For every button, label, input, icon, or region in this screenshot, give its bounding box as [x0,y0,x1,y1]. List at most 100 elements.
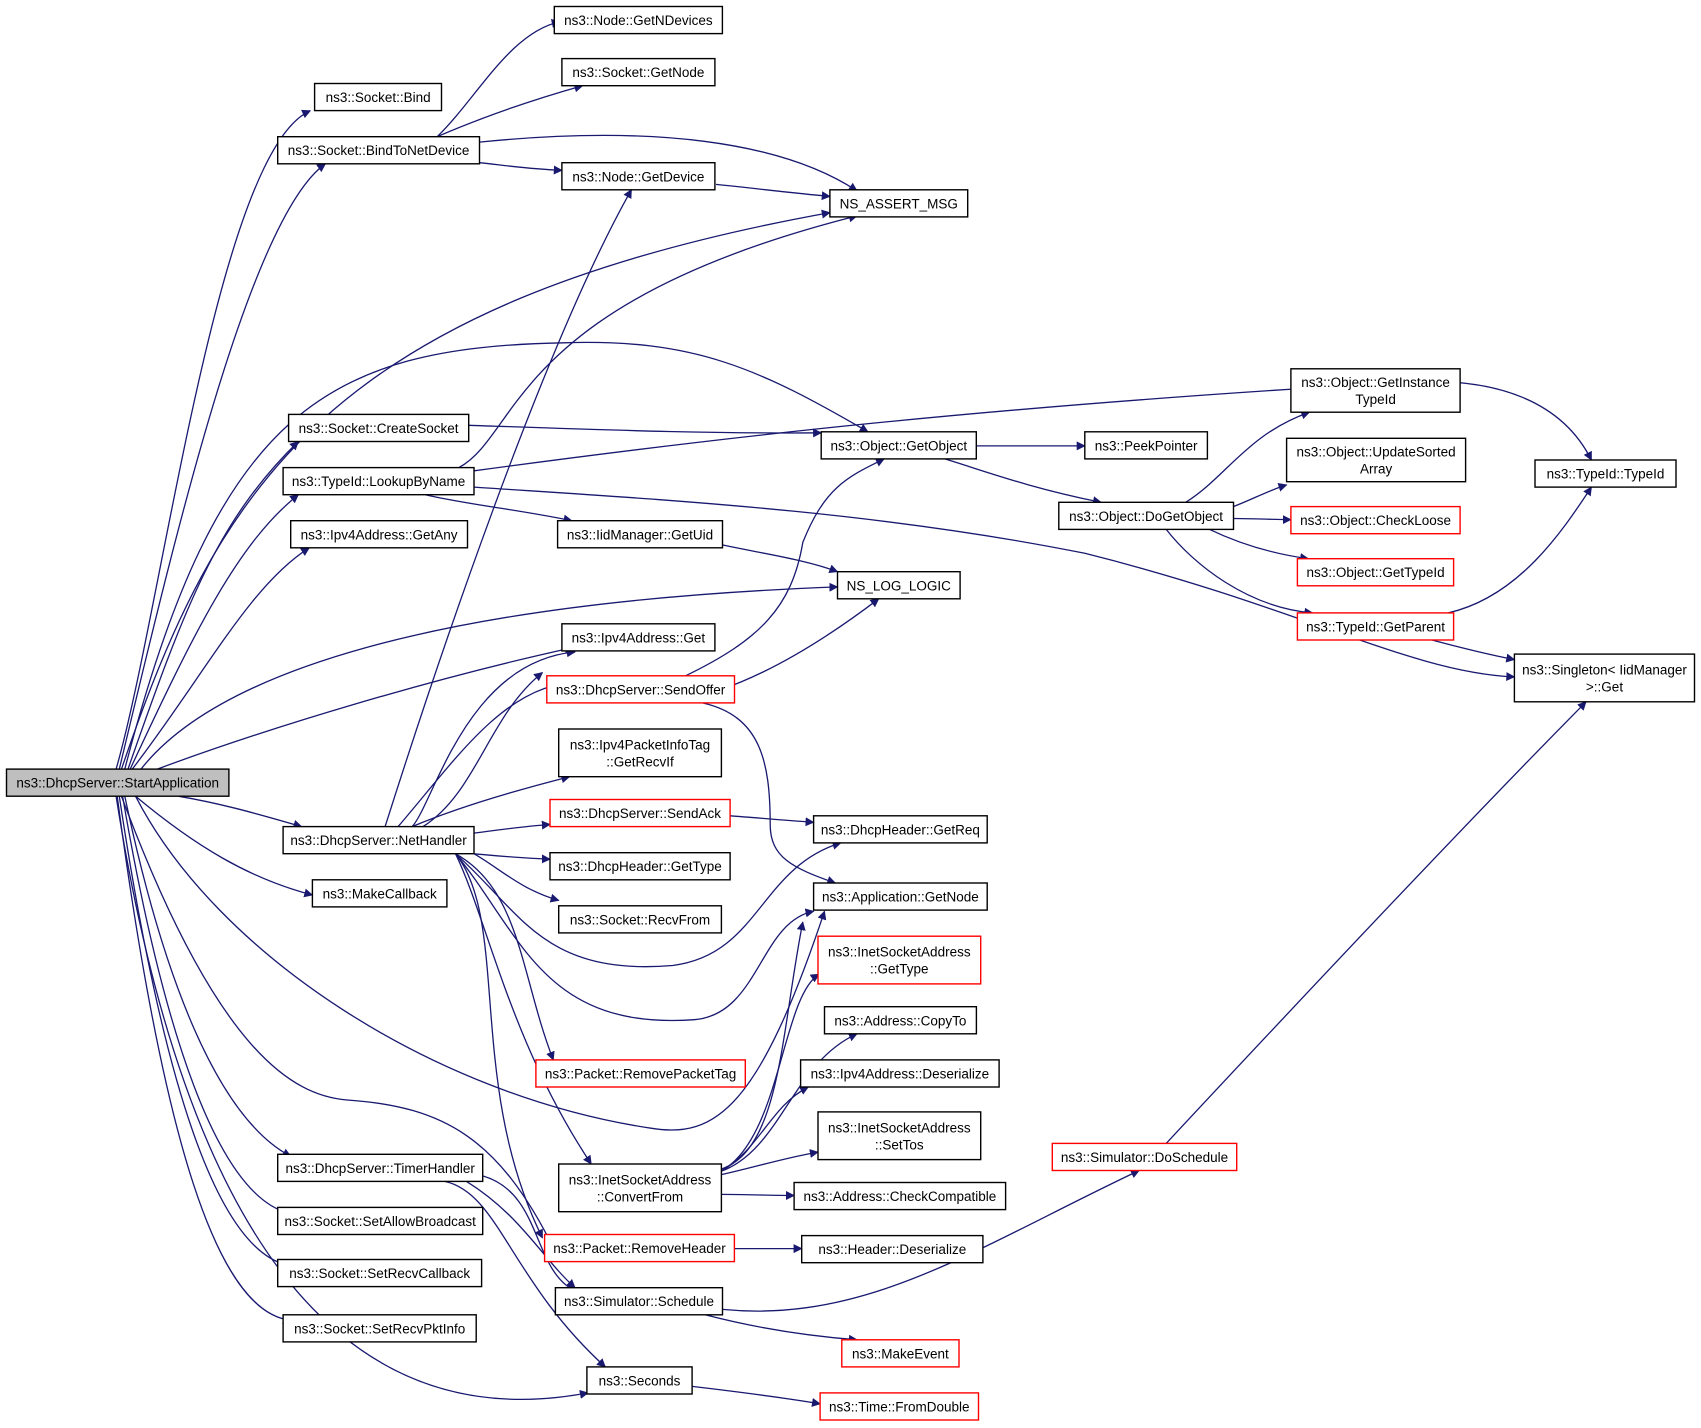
call-edge [455,853,555,1061]
node-box [793,1181,1007,1211]
node-label: ns3::InetSocketAddress [569,1172,712,1187]
node-typeid-getparent[interactable]: ns3::TypeId::GetParent [1296,612,1455,641]
node-box [812,815,988,844]
node-socket-getnode[interactable]: ns3::Socket::GetNode [561,57,716,87]
node-label: ns3::Socket::SetRecvPktInfo [294,1321,465,1336]
call-edge [455,853,815,1022]
node-box [817,935,982,985]
node-doschedule[interactable]: ns3::Simulator::DoSchedule [1051,1142,1238,1172]
call-edge [479,162,563,175]
node-label: ns3::Time::FromDouble [829,1400,970,1415]
node-iidmanager-getuid[interactable]: ns3::IidManager::GetUid [556,520,724,549]
node-createsocket[interactable]: ns3::Socket::CreateSocket [287,413,470,443]
node-getobject[interactable]: ns3::Object::GetObject [820,431,978,460]
node-node-getdevice[interactable]: ns3::Node::GetDevice [561,161,716,191]
node-inet-gettype[interactable]: ns3::InetSocketAddress::GetType [817,935,982,985]
node-box [1058,501,1235,531]
node-ns-assert-msg[interactable]: NS_ASSERT_MSG [829,189,969,218]
call-edge [704,1314,858,1344]
node-label: ns3::DhcpServer::StartApplication [16,776,219,791]
node-schedule[interactable]: ns3::Simulator::Schedule [554,1286,724,1316]
call-edge [474,486,1516,682]
node-box [561,623,716,652]
node-dhcpheader-gettype[interactable]: ns3::DhcpHeader::GetType [549,852,731,881]
node-box [558,1163,723,1213]
call-edge [140,582,839,770]
node-label: ns3::Socket::RecvFrom [570,912,710,927]
node-box [277,135,481,165]
node-box [282,825,475,855]
call-edge [1431,639,1516,663]
node-peekpointer[interactable]: ns3::PeekPointer [1084,431,1209,460]
node-label: ns3::Ipv4PacketInfoTag [570,737,710,752]
node-settos[interactable]: ns3::InetSocketAddress::SetTos [817,1111,982,1161]
node-checkloose[interactable]: ns3::Object::CheckLoose [1290,505,1461,535]
node-seconds[interactable]: ns3::Seconds [586,1366,693,1395]
node-header-deserialize[interactable]: ns3::Header::Deserialize [801,1234,984,1264]
call-edge [135,795,314,898]
node-setrecvcallback[interactable]: ns3::Socket::SetRecvCallback [277,1258,483,1288]
node-box [561,57,716,87]
node-typeid-typeid[interactable]: ns3::TypeId::TypeId [1534,459,1677,488]
call-edges [115,19,1592,1407]
node-label: ns3::Packet::RemoveHeader [553,1241,726,1256]
node-box [812,882,988,911]
node-box [549,798,731,828]
node-setallowbroadcast[interactable]: ns3::Socket::SetAllowBroadcast [277,1206,484,1236]
node-getrecvif[interactable]: ns3::Ipv4PacketInfoTag::GetRecvIf [558,728,723,778]
node-sendoffer[interactable]: ns3::DhcpServer::SendOffer [546,675,736,704]
call-edge [710,541,839,574]
node-singleton-get[interactable]: ns3::Singleton< IidManager>::Get [1513,653,1696,703]
node-label: ns3::DhcpServer::SendAck [559,806,721,821]
node-box [1285,437,1467,483]
call-edge [474,853,551,864]
node-timerhandler[interactable]: ns3::DhcpServer::TimerHandler [277,1153,484,1183]
node-lookupbyname[interactable]: ns3::TypeId::LookupByName [282,466,475,496]
node-box [561,161,716,191]
node-socket-bind[interactable]: ns3::Socket::Bind [313,82,443,112]
node-box [817,1111,982,1161]
node-box [554,1286,724,1316]
node-label: ns3::Ipv4Address::Get [572,630,706,645]
node-box [543,1233,736,1263]
node-root[interactable]: ns3::DhcpServer::StartApplication [5,768,230,797]
call-edge [458,213,858,469]
call-edge [455,853,543,1239]
node-object-gettypeid[interactable]: ns3::Object::GetTypeId [1296,558,1455,587]
node-bindtonetdevice[interactable]: ns3::Socket::BindToNetDevice [277,135,481,165]
node-dhcpheader-getreq[interactable]: ns3::DhcpHeader::GetReq [812,815,988,844]
node-address-copyto[interactable]: ns3::Address::CopyTo [823,1006,978,1035]
call-edge [482,1175,576,1292]
node-app-getnode[interactable]: ns3::Application::GetNode [812,882,988,911]
node-sendack[interactable]: ns3::DhcpServer::SendAck [549,798,731,828]
node-removeheader[interactable]: ns3::Packet::RemoveHeader [543,1233,736,1263]
node-node-getndevices[interactable]: ns3::Node::GetNDevices [553,5,724,35]
node-ns-log-logic[interactable]: NS_LOG_LOGIC [836,571,961,600]
call-edge [127,440,299,770]
node-ipv4-getany[interactable]: ns3::Ipv4Address::GetAny [290,520,469,549]
node-removepackettag[interactable]: ns3::Packet::RemovePacketTag [535,1059,747,1088]
node-makecallback[interactable]: ns3::MakeCallback [311,879,448,908]
node-fromdouble[interactable]: ns3::Time::FromDouble [819,1392,980,1421]
call-edge [720,921,806,1171]
node-checkcompatible[interactable]: ns3::Address::CheckCompatible [793,1181,1007,1211]
node-label: ns3::Object::DoGetObject [1069,509,1223,524]
node-label: ns3::Socket::BindToNetDevice [288,143,470,158]
node-dogetobject[interactable]: ns3::Object::DoGetObject [1058,501,1235,531]
call-edge [479,134,858,192]
node-box [586,1366,693,1395]
node-box [313,82,443,112]
node-box [801,1234,984,1264]
node-ipv4address-get[interactable]: ns3::Ipv4Address::Get [561,623,716,652]
node-recvfrom[interactable]: ns3::Socket::RecvFrom [558,905,723,934]
node-ipv4-deserialize[interactable]: ns3::Ipv4Address::Deserialize [799,1059,1000,1088]
node-setrecvpktinfo[interactable]: ns3::Socket::SetRecvPktInfo [282,1314,477,1343]
node-box [553,5,724,35]
function-nodes: ns3::DhcpServer::StartApplication ns3::No… [5,5,1696,1421]
node-convertfrom[interactable]: ns3::InetSocketAddress::ConvertFrom [558,1163,723,1213]
node-nethandler[interactable]: ns3::DhcpServer::NetHandler [282,825,475,855]
call-edge [115,796,589,1400]
node-makeevent[interactable]: ns3::MakeEvent [841,1339,960,1368]
